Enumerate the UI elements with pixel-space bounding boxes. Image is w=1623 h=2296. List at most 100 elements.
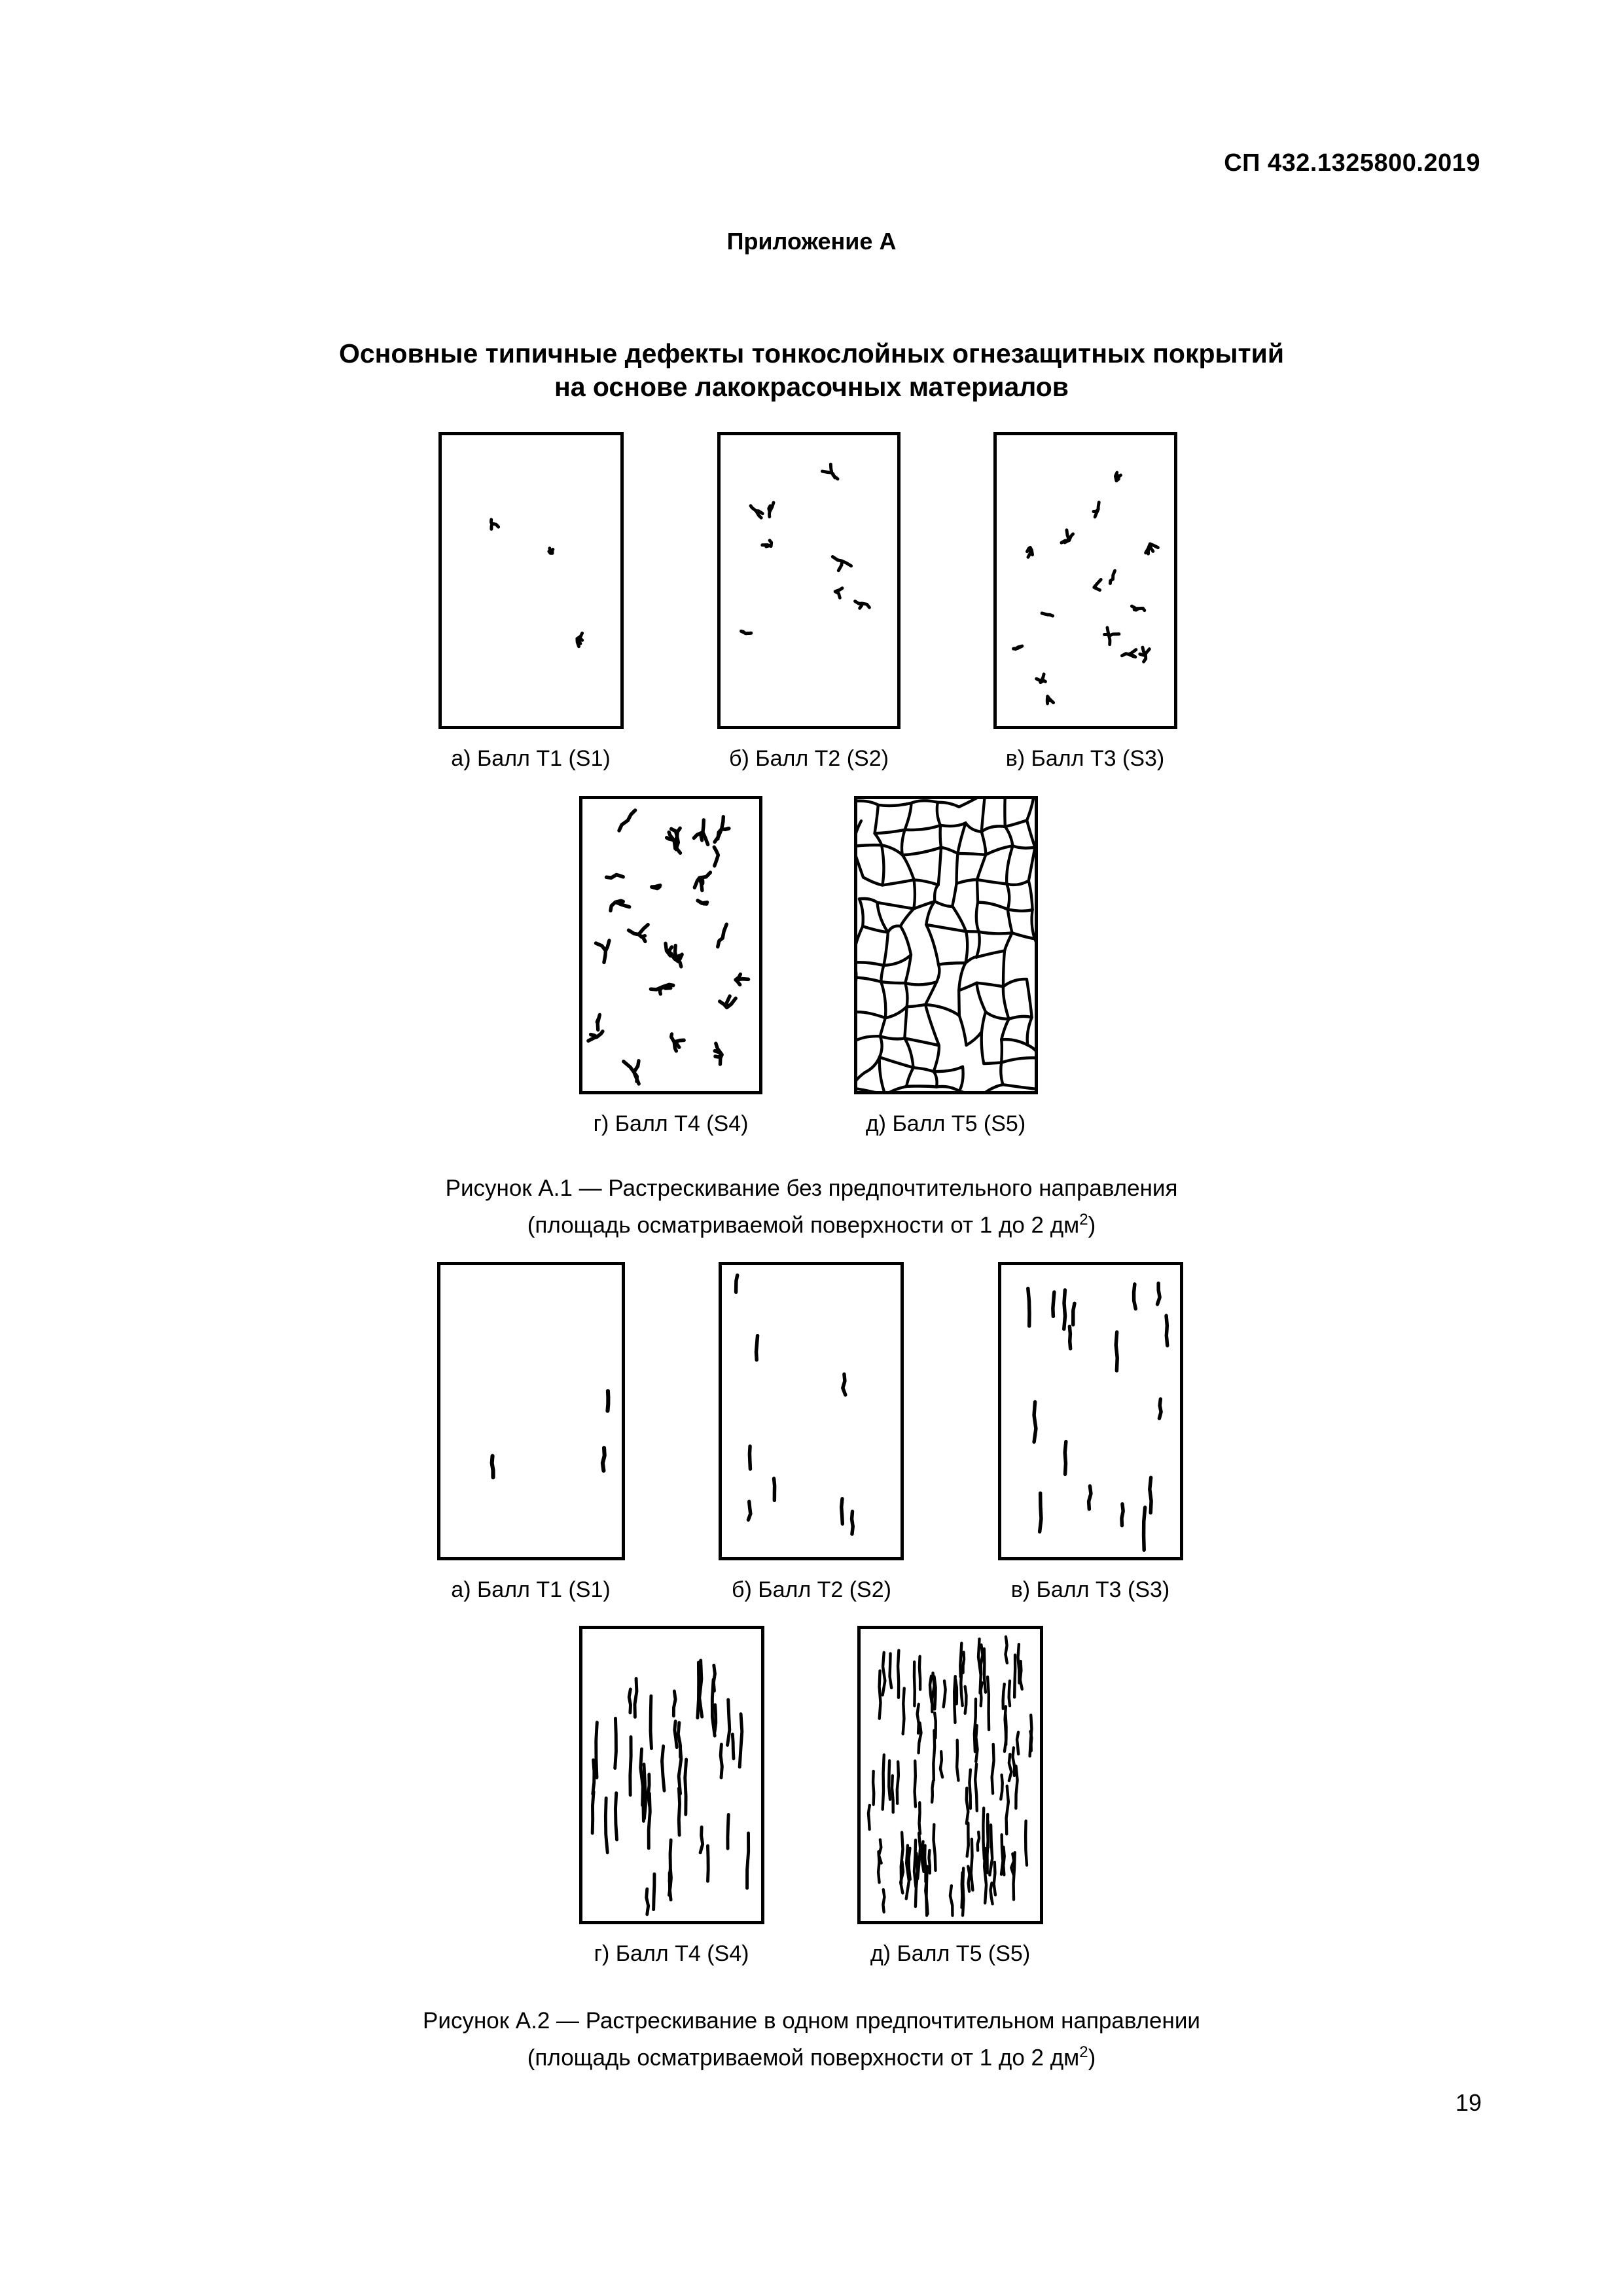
fig2-caption-t2: б) Балл Т2 (S2) (732, 1577, 891, 1602)
crack-mark (933, 900, 954, 908)
crack-mark (857, 976, 883, 984)
crack-mark (698, 1659, 704, 1719)
crack-mark (849, 1509, 855, 1536)
crack-mark (746, 1499, 753, 1522)
crack-mark (1003, 819, 1029, 829)
crack-mark (899, 907, 916, 928)
fig2-caption-t1: а) Балл Т1 (S1) (451, 1577, 611, 1602)
crack-mark (1155, 1281, 1162, 1306)
figure1-caption: Рисунок А.1 — Растрескивание без предпоч… (0, 1173, 1623, 1242)
crack-mark (889, 1085, 908, 1091)
crack-mark (1005, 1784, 1010, 1836)
page-number: 19 (1455, 2089, 1482, 2116)
crack-mark (1004, 1635, 1009, 1665)
crack-mark (866, 1803, 872, 1831)
crack-mark (961, 1651, 966, 1674)
crack-mark (903, 1037, 915, 1069)
figure2-caption-line-1: Рисунок А.2 — Растрескивание в одном пре… (423, 2008, 1200, 2034)
crack-mark (957, 981, 978, 992)
crack-mark (1012, 644, 1024, 651)
crack-mark (833, 586, 844, 600)
appendix-title: Приложение А (726, 228, 897, 255)
crack-mark (650, 883, 662, 891)
figure2-caption: Рисунок А.2 — Растрескивание в одном пре… (0, 2005, 1623, 2074)
crack-mark (964, 821, 983, 834)
crack-mark (1027, 879, 1034, 912)
crack-mark (830, 555, 853, 573)
crack-mark (973, 1763, 978, 1812)
crack-mark (857, 1071, 866, 1081)
crack-mark (1071, 1301, 1077, 1327)
crack-mark (734, 1273, 740, 1294)
fig1-panel-t2 (717, 432, 901, 729)
crack-mark (745, 1831, 751, 1890)
crack-mark (876, 1850, 881, 1884)
crack-mark (1001, 985, 1010, 1021)
crack-mark (974, 1723, 979, 1763)
crack-mark (547, 547, 555, 555)
crack-mark (932, 1729, 936, 1782)
crack-mark (740, 629, 753, 636)
figure2-caption-close: ) (1088, 2045, 1096, 2071)
figure1-caption-sup: 2 (1079, 1211, 1088, 1229)
fig1-panel-t5-drawing (857, 799, 1035, 1091)
crack-mark (1063, 1439, 1068, 1477)
crack-mark (1007, 1753, 1013, 1782)
crack-mark (1060, 528, 1075, 545)
crack-mark (594, 1721, 599, 1780)
crack-mark (968, 1768, 972, 1810)
crack-mark (933, 1675, 937, 1711)
crack-mark (1028, 1713, 1033, 1758)
crack-mark (1037, 1491, 1043, 1534)
crack-mark (969, 1837, 974, 1892)
fig2-caption-t3: в) Балл Т3 (S3) (1010, 1577, 1170, 1602)
crack-mark (980, 825, 1007, 834)
crack-mark (857, 843, 883, 848)
crack-mark (1001, 977, 1029, 988)
crack-mark (957, 1065, 965, 1091)
crack-mark (857, 1034, 882, 1042)
crack-mark (1026, 1043, 1035, 1052)
document-code: СП 432.1325800.2019 (1224, 149, 1480, 177)
crack-mark (999, 1061, 1005, 1086)
crack-mark (918, 1655, 922, 1691)
crack-mark (899, 1831, 904, 1885)
crack-mark (880, 980, 907, 985)
crack-mark (713, 1041, 724, 1066)
crack-mark (917, 1721, 923, 1755)
crack-mark (878, 1056, 915, 1069)
crack-mark (705, 1844, 710, 1883)
fig2-panel-t2-drawing (734, 1273, 855, 1536)
crack-mark (1103, 626, 1121, 647)
crack-mark (880, 844, 904, 857)
fig2-panel-t3-drawing (1026, 1281, 1169, 1552)
figure1-caption-line-2: (площадь осматриваемой поверхности от 1 … (0, 1204, 1623, 1242)
crack-mark (923, 980, 938, 1007)
crack-mark (925, 1865, 929, 1917)
crack-mark (841, 1372, 847, 1397)
crack-mark (903, 953, 913, 985)
crack-mark (1157, 1397, 1163, 1420)
crack-mark (881, 878, 916, 887)
crack-mark (642, 1777, 647, 1821)
crack-mark (881, 1753, 885, 1811)
crack-mark (668, 1867, 673, 1897)
crack-mark (882, 953, 913, 967)
crack-mark (1010, 1852, 1016, 1876)
crack-mark (857, 897, 865, 928)
crack-mark (913, 1759, 918, 1808)
crack-mark (939, 846, 959, 855)
crack-mark (975, 981, 1005, 988)
crack-mark (713, 815, 731, 844)
crack-mark (1138, 645, 1151, 664)
fig1-caption-t5: д) Балл Т5 (S5) (865, 1111, 1026, 1136)
crack-mark (595, 1013, 602, 1032)
crack-mark (772, 1477, 777, 1503)
crack-mark (1086, 1484, 1093, 1511)
fig1-caption-t4: г) Балл Т4 (S4) (593, 1111, 749, 1136)
crack-mark (914, 1852, 919, 1909)
crack-mark (857, 855, 865, 879)
crack-mark (990, 1742, 995, 1795)
crack-mark (882, 931, 890, 967)
crack-mark (901, 853, 916, 882)
